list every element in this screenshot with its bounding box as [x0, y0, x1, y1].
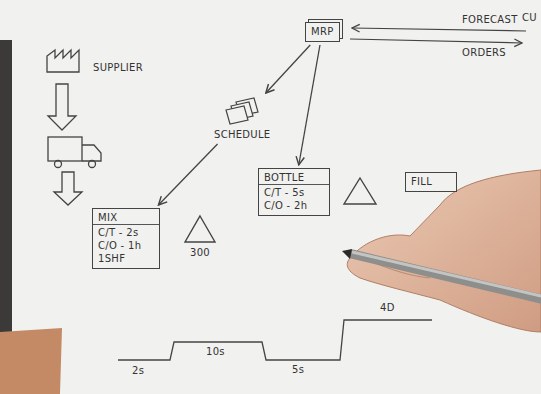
info-arrow	[352, 28, 526, 31]
flow-connector	[158, 144, 217, 205]
supplier-node: SUPPLIER	[45, 48, 143, 74]
flow-connector	[299, 45, 320, 165]
background-skin	[0, 328, 62, 394]
schedule-symbol	[224, 96, 260, 126]
info-arrow	[350, 39, 522, 43]
time-label: 4D	[380, 302, 395, 314]
node-detail: C/O - 1h	[98, 239, 154, 252]
push-arrow	[48, 84, 76, 130]
hand	[347, 170, 541, 332]
pen-tip	[342, 249, 352, 259]
inventory-triangle	[344, 178, 376, 204]
node-title: SUPPLIER	[93, 61, 143, 74]
control-box: MRP	[305, 22, 340, 42]
customer-label: CU	[522, 12, 537, 24]
node-detail: C/O - 2h	[264, 199, 324, 212]
pen	[352, 254, 541, 299]
table-edge	[0, 40, 12, 332]
node-title: SCHEDULE	[214, 128, 270, 141]
node-title: BOTTLE	[259, 171, 329, 185]
node-title: 300	[190, 246, 210, 259]
node-title: MRP	[311, 25, 334, 38]
node-detail: C/T - 2s	[98, 226, 154, 239]
process-box: BOTTLEC/T - 5sC/O - 2h	[258, 168, 330, 216]
inventory-triangle: 300	[183, 214, 217, 259]
info-label: ORDERS	[462, 47, 506, 59]
node-detail: 1SHF	[98, 252, 154, 265]
truck-symbol	[48, 137, 101, 168]
triangle-outline	[183, 214, 217, 244]
process-box: MIXC/T - 2sC/O - 1h1SHF	[92, 208, 160, 269]
time-label: 2s	[132, 365, 144, 377]
push-arrow	[54, 172, 82, 205]
factory-symbol	[45, 48, 87, 74]
node-detail: C/T - 5s	[264, 186, 324, 199]
time-label: 5s	[292, 364, 304, 376]
node-title: MIX	[93, 211, 159, 225]
pen-highlight	[352, 252, 541, 296]
node-title: FILL	[411, 175, 451, 188]
info-label: FORECAST	[462, 14, 518, 26]
schedule-node: SCHEDULE	[214, 96, 270, 141]
process-box: FILL	[405, 172, 457, 192]
timeline	[118, 320, 432, 360]
flow-connector	[266, 45, 310, 93]
time-label: 10s	[206, 346, 225, 358]
